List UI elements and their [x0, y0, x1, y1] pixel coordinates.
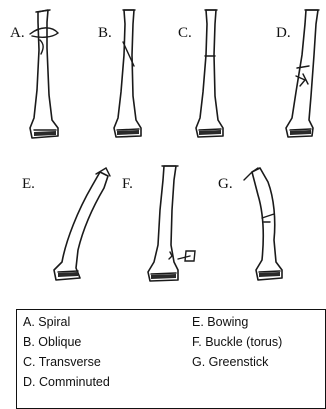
legend-column-right: E. Bowing F. Buckle (torus) G. Greenstic…: [192, 312, 282, 372]
bone-e-bowing: E.: [22, 168, 110, 280]
legend-item-spiral: A. Spiral: [23, 312, 110, 332]
panel-letter-a: A.: [10, 25, 25, 41]
panel-letter-b: B.: [98, 25, 112, 41]
legend-item-buckle: F. Buckle (torus): [192, 332, 282, 352]
fracture-types-diagram: A. B. C. D. E.: [0, 0, 326, 300]
legend-item-comminuted: D. Comminuted: [23, 372, 110, 392]
panel-letter-e: E.: [22, 176, 35, 192]
legend-item-bowing: E. Bowing: [192, 312, 282, 332]
bone-a-spiral: A.: [10, 10, 58, 138]
bone-c-transverse: C.: [178, 10, 223, 137]
legend-item-greenstick: G. Greenstick: [192, 352, 282, 372]
panel-letter-f: F.: [122, 176, 133, 192]
legend-column-left: A. Spiral B. Oblique C. Transverse D. Co…: [23, 312, 110, 392]
bone-f-buckle: F.: [122, 166, 195, 281]
legend-item-oblique: B. Oblique: [23, 332, 110, 352]
fracture-legend: A. Spiral B. Oblique C. Transverse D. Co…: [16, 309, 326, 409]
bone-g-greenstick: G.: [218, 168, 282, 280]
panel-letter-d: D.: [276, 25, 291, 41]
panel-letter-g: G.: [218, 176, 233, 192]
bone-b-oblique: B.: [98, 10, 141, 137]
bone-d-comminuted: D.: [276, 10, 319, 137]
legend-item-transverse: C. Transverse: [23, 352, 110, 372]
panel-letter-c: C.: [178, 25, 192, 41]
